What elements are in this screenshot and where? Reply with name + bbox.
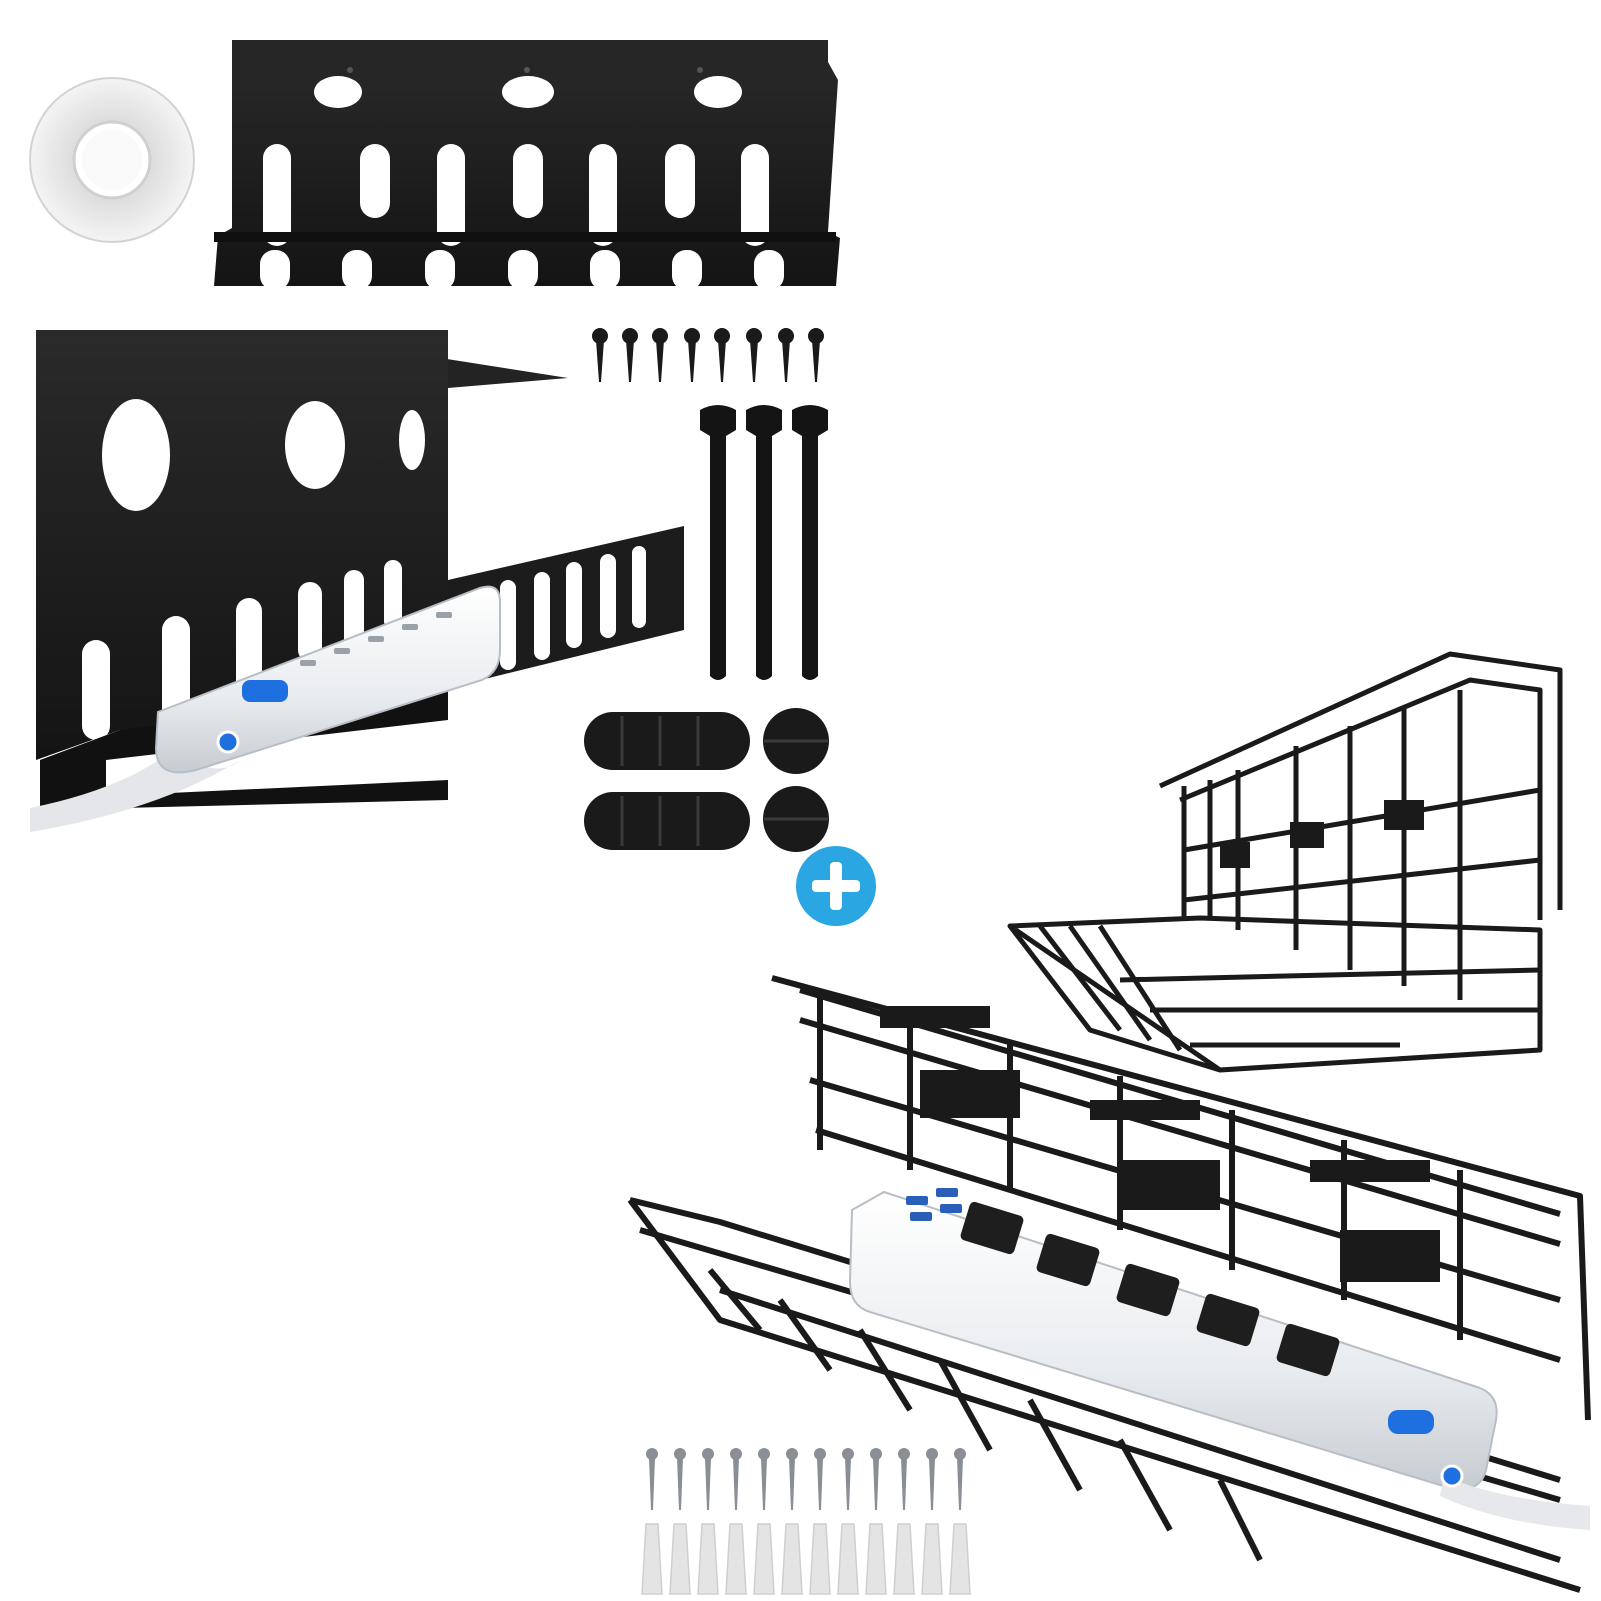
tape-roll [29, 77, 195, 243]
wall-anchor [725, 1523, 747, 1595]
power-strip-in-basket [848, 1188, 1590, 1530]
screw-set-large [646, 1448, 966, 1510]
cable-clips [584, 708, 829, 852]
screw [778, 328, 794, 382]
wall-anchor [893, 1523, 915, 1595]
power-strip-in-tray [30, 585, 501, 832]
screw [674, 1448, 686, 1510]
wall-anchor [837, 1523, 859, 1595]
screw [702, 1448, 714, 1510]
plus-icon [796, 846, 876, 926]
wall-anchor [781, 1523, 803, 1595]
cable-clip-round [763, 786, 829, 852]
wire-basket-small [1007, 651, 1563, 1073]
screw [652, 328, 668, 382]
screw [592, 328, 608, 382]
screw [622, 328, 638, 382]
screw [646, 1448, 658, 1510]
wall-anchor [949, 1523, 971, 1595]
velcro-tie [700, 405, 736, 680]
cable-clip-round [763, 708, 829, 774]
screw [746, 328, 762, 382]
cable-clip-4slot [584, 712, 750, 770]
screw-set-small [592, 328, 824, 382]
screw [758, 1448, 770, 1510]
screw [814, 1448, 826, 1510]
wall-anchor [865, 1523, 887, 1595]
screw [730, 1448, 742, 1510]
wall-anchor [753, 1523, 775, 1595]
screw [954, 1448, 966, 1510]
wall-anchor [669, 1523, 691, 1595]
metal-tray-top [214, 40, 840, 290]
cable-clip-4slot [584, 792, 750, 850]
velcro-ties [700, 405, 828, 680]
screw [684, 328, 700, 382]
screw [870, 1448, 882, 1510]
wall-anchor [809, 1523, 831, 1595]
wall-anchor [641, 1523, 663, 1595]
screw [786, 1448, 798, 1510]
screw [714, 328, 730, 382]
screw [808, 328, 824, 382]
wall-anchors [641, 1523, 971, 1595]
screw [842, 1448, 854, 1510]
velcro-tie [792, 405, 828, 680]
wall-anchor [921, 1523, 943, 1595]
screw [898, 1448, 910, 1510]
velcro-tie [746, 405, 782, 680]
wall-anchor [697, 1523, 719, 1595]
screw [926, 1448, 938, 1510]
